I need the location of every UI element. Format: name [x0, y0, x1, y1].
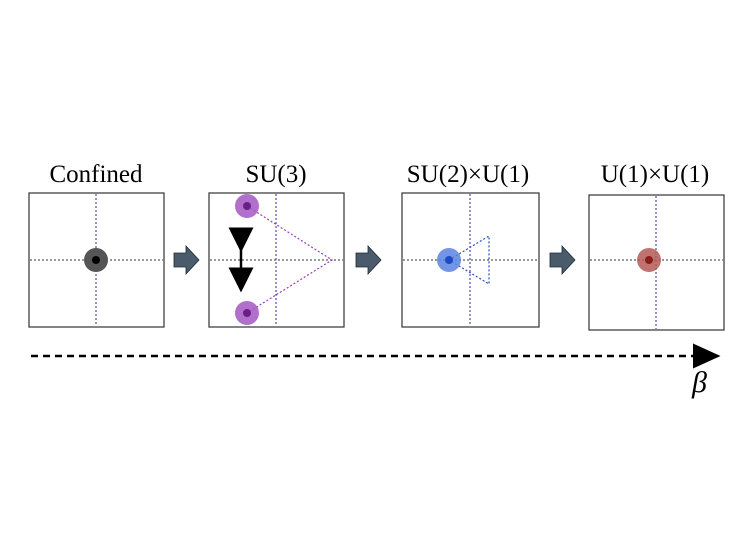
eigenvalue-core — [92, 256, 100, 264]
transition-arrow-icon — [549, 244, 576, 276]
panel-confined — [28, 192, 165, 328]
eigenvalue-core — [645, 256, 653, 264]
beta-axis-label: β — [692, 366, 707, 399]
panel-su2u1 — [401, 192, 540, 328]
panel-title-su3: SU(3) — [245, 161, 307, 188]
panel-title-su2u1: SU(2)×U(1) — [406, 161, 530, 188]
panel-title-confined: Confined — [49, 161, 143, 188]
eigenvalue-core-bottom — [243, 309, 251, 317]
triangle-outline — [246, 205, 334, 314]
eigenvalue-core-top — [243, 202, 251, 210]
transition-arrow-icon — [173, 244, 200, 276]
panel-su3 — [208, 192, 345, 328]
triangle-outline — [447, 234, 490, 286]
panel-u1u1 — [588, 194, 725, 331]
transition-arrow-icon — [355, 244, 382, 276]
panel-title-u1u1: U(1)×U(1) — [600, 161, 710, 188]
eigenvalue-core — [445, 256, 453, 264]
